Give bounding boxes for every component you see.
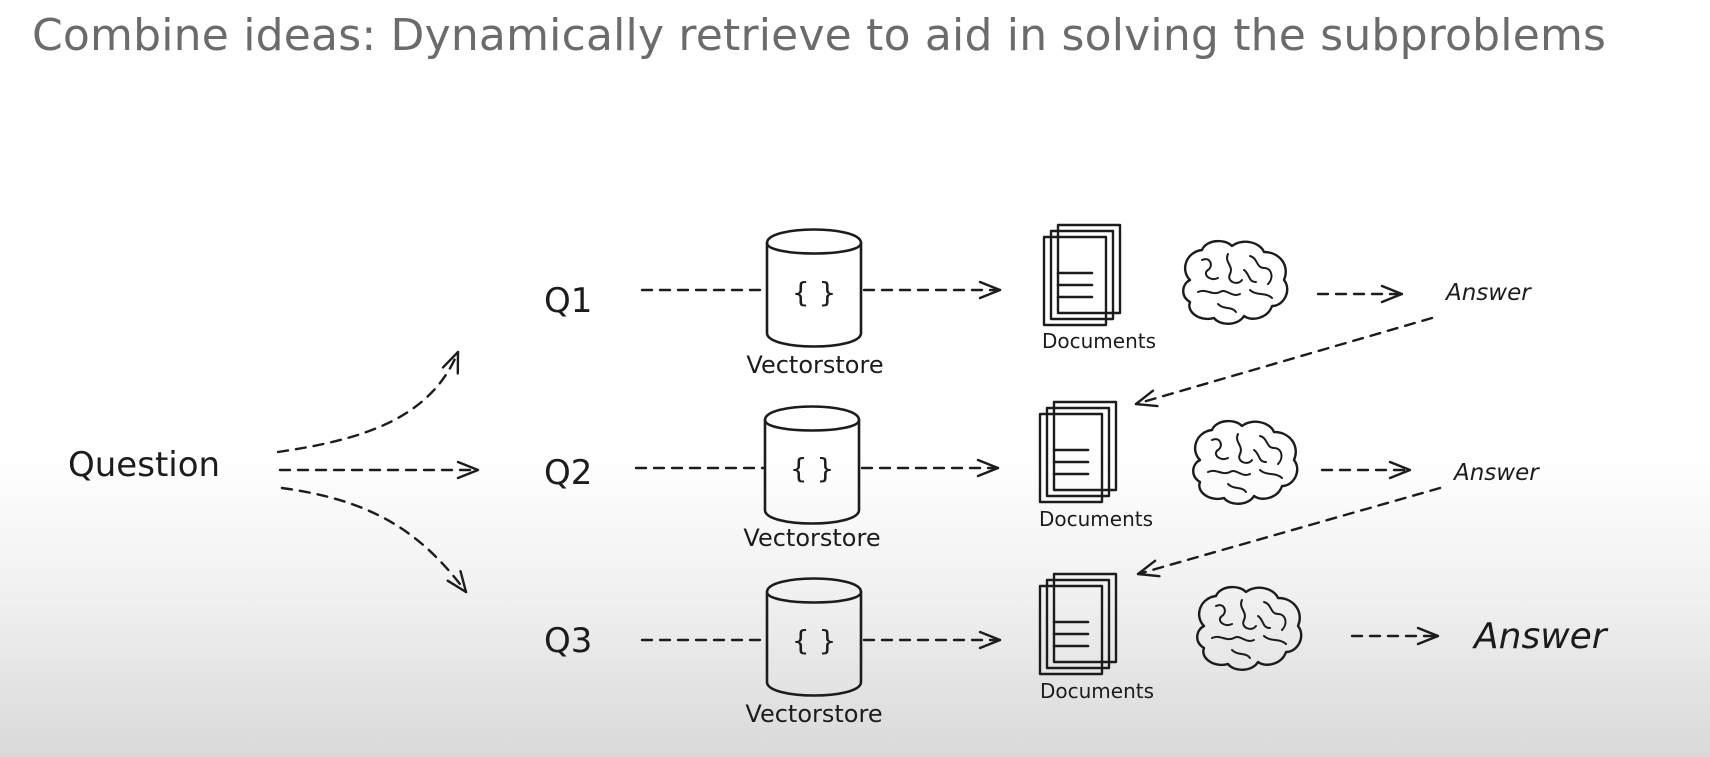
arrow-question-q3 [280, 486, 468, 594]
query-label-q3: Q3 [544, 621, 592, 661]
documents-icon [1042, 223, 1122, 327]
arrow-answer2-docs3 [1136, 486, 1442, 578]
documents-icon [1038, 572, 1118, 676]
store-label-q3: Vectorstore [745, 700, 882, 728]
docs-label-q1: Documents [1042, 329, 1156, 353]
documents-icon [1038, 400, 1118, 504]
answer-label-q1: Answer [1444, 280, 1532, 306]
row-q3: Q3 { } Vectorstore Documents Answer [544, 572, 1609, 728]
store-symbol-q2: { } [790, 452, 835, 485]
brain-icon [1192, 419, 1299, 505]
query-label-q2: Q2 [544, 453, 592, 493]
arrow-question-q1 [276, 350, 460, 454]
row-q2: Q2 { } Vectorstore Documents Answer [544, 400, 1540, 552]
store-symbol-q3: { } [792, 624, 837, 657]
brain-icon [1182, 239, 1289, 325]
row-q1: Q1 { } Vectorstore Documents Answer [544, 223, 1532, 379]
query-label-q1: Q1 [544, 281, 592, 321]
store-label-q2: Vectorstore [743, 524, 880, 552]
docs-label-q3: Documents [1040, 679, 1154, 703]
brain-icon [1196, 585, 1303, 671]
slide-title: Combine ideas: Dynamically retrieve to a… [32, 10, 1607, 61]
store-symbol-q1: { } [792, 276, 837, 309]
store-label-q1: Vectorstore [746, 351, 883, 379]
question-label: Question [68, 445, 220, 485]
answer-label-q3: Answer [1472, 616, 1609, 657]
answer-label-q2: Answer [1452, 460, 1540, 486]
docs-label-q2: Documents [1039, 507, 1153, 531]
arrow-answer1-docs2 [1134, 316, 1434, 408]
